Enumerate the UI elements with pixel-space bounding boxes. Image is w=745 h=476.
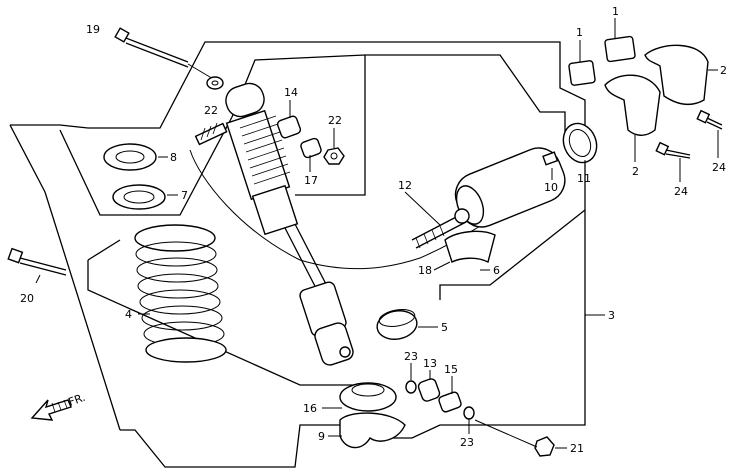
callout-9: 9: [318, 430, 325, 443]
callout-23a: 23: [404, 350, 418, 363]
callout-20: 20: [20, 292, 34, 305]
shock-absorber: [225, 82, 354, 366]
callout-1b: 1: [612, 5, 619, 18]
callout-22b: 22: [328, 114, 342, 127]
bolt-24b: [696, 109, 723, 130]
callout-12: 12: [398, 179, 412, 192]
bolt-24a: [655, 141, 691, 159]
o-ring-23b: [463, 406, 475, 420]
nut-21: [534, 436, 555, 457]
band-2b: [604, 74, 661, 136]
rubber-mount-1a: [568, 60, 596, 86]
hose-12: [411, 208, 470, 249]
cushion-9: [339, 412, 406, 449]
lock-nut-7: [112, 184, 166, 210]
leader-lines: [35, 274, 605, 316]
callout-15: 15: [444, 363, 458, 376]
spring-4: [134, 224, 227, 363]
callout-24b: 24: [712, 161, 726, 174]
hose-fitting-top: [194, 122, 228, 146]
callout-13: 13: [423, 357, 437, 370]
callout-7: 7: [181, 189, 188, 202]
bolt-19: [114, 27, 189, 68]
spacer-15: [438, 391, 462, 413]
callout-24a: 24: [674, 185, 688, 198]
callout-21: 21: [570, 442, 584, 455]
direction-label: FR.: [67, 391, 87, 409]
callout-5: 5: [441, 321, 448, 334]
washer-22-top: [206, 76, 224, 90]
clip-10: [542, 151, 559, 166]
callout-19: 19: [86, 23, 100, 36]
callout-18: 18: [418, 264, 432, 277]
reservoir-cover-18: [444, 230, 496, 264]
callout-16: 16: [303, 402, 317, 415]
reservoir-hose: [189, 149, 483, 270]
nut-22: [323, 147, 345, 165]
collar-17: [300, 137, 322, 159]
reservoir: [454, 147, 566, 228]
callout-11: 11: [577, 172, 591, 185]
rubber-mount-1b: [604, 35, 636, 63]
spring-seat-8: [103, 143, 157, 171]
reservoir-cap-11: [562, 122, 598, 164]
callout-3: 3: [608, 309, 615, 322]
callout-2a: 2: [720, 64, 727, 77]
bolt-20: [7, 247, 67, 276]
assembly-outline: [9, 41, 586, 468]
o-ring-23a: [405, 380, 417, 394]
callout-17: 17: [304, 174, 318, 187]
stopper-16: [339, 382, 397, 412]
callout-14: 14: [284, 86, 298, 99]
clamp-5: [376, 309, 418, 340]
bushing-13: [417, 378, 441, 402]
callout-10: 10: [544, 181, 558, 194]
callout-6: 6: [493, 264, 500, 277]
band-2a: [644, 44, 709, 106]
callout-2b: 2: [632, 165, 639, 178]
callout-23b: 23: [460, 436, 474, 449]
callout-1a: 1: [576, 26, 583, 39]
callout-4: 4: [125, 308, 132, 321]
callout-22a: 22: [204, 104, 218, 117]
collar-14: [276, 115, 302, 139]
front-direction-arrow-icon: [30, 399, 72, 421]
callout-8: 8: [170, 151, 177, 164]
callout-labels: 1 1 2 2 3 4 5 6 7 8 9 10 11 12 13 14 15 …: [20, 5, 727, 455]
